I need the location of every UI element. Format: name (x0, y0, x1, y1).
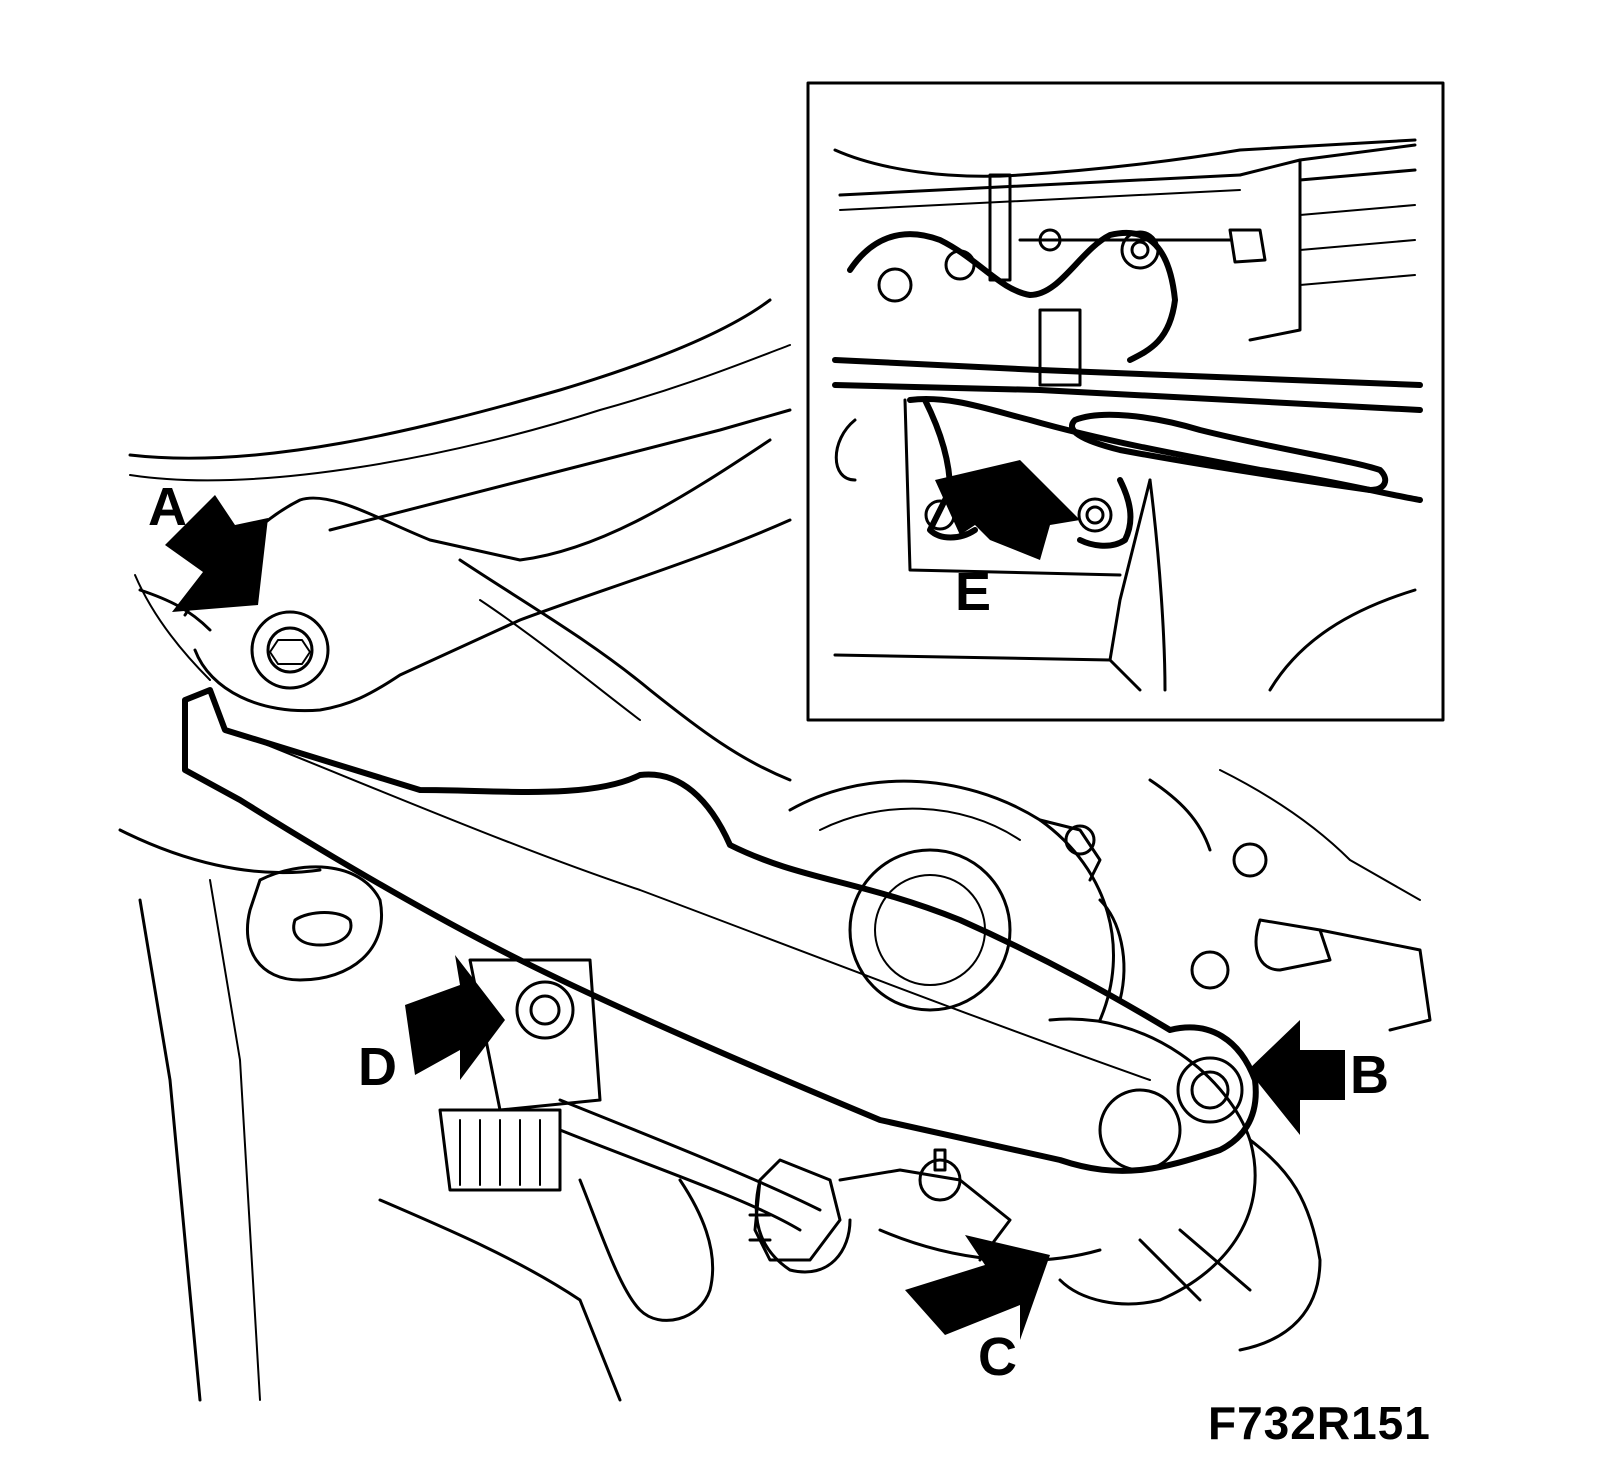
figure-code: F732R151 (1208, 1397, 1431, 1449)
arrow-c-icon (905, 1235, 1050, 1340)
callout-label-b: B (1350, 1045, 1389, 1105)
arrow-a-icon (165, 495, 268, 612)
arrow-d-icon (405, 955, 505, 1080)
callout-label-d: D (358, 1037, 397, 1097)
arrow-b-icon (1248, 1020, 1345, 1135)
arrow-e-icon (935, 460, 1080, 560)
callout-label-e: E (955, 562, 992, 622)
inset-frame (806, 81, 1445, 722)
callout-arrows (165, 460, 1345, 1340)
callout-label-a: A (148, 477, 187, 537)
inset-detail-view (806, 81, 1445, 722)
callout-label-c: C (978, 1327, 1017, 1387)
